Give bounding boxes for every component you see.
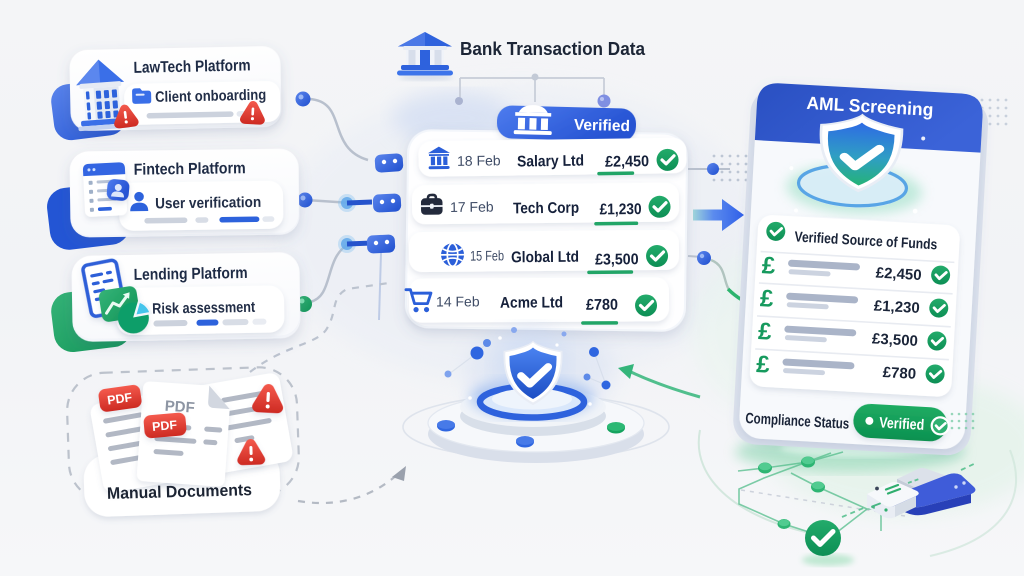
- svg-text:15 Feb: 15 Feb: [470, 247, 504, 263]
- svg-text:£: £: [756, 351, 771, 379]
- svg-text:Verified: Verified: [879, 414, 925, 433]
- svg-text:LawTech Platform: LawTech Platform: [133, 57, 250, 76]
- svg-text:User verification: User verification: [155, 194, 261, 212]
- svg-text:£1,230: £1,230: [599, 201, 641, 218]
- svg-text:Manual Documents: Manual Documents: [107, 481, 252, 503]
- svg-text:18 Feb: 18 Feb: [457, 152, 501, 169]
- svg-text:£: £: [757, 318, 772, 346]
- svg-text:£: £: [761, 252, 776, 280]
- svg-text:£1,230: £1,230: [873, 297, 920, 317]
- svg-text:£3,500: £3,500: [872, 330, 919, 350]
- svg-text:Global Ltd: Global Ltd: [511, 249, 579, 267]
- svg-text:17 Feb: 17 Feb: [450, 199, 494, 215]
- svg-text:£2,450: £2,450: [875, 265, 922, 285]
- svg-text:£3,500: £3,500: [595, 251, 639, 268]
- svg-text:Risk assessment: Risk assessment: [152, 299, 255, 318]
- svg-text:Bank Transaction Data: Bank Transaction Data: [460, 39, 646, 59]
- svg-text:Salary Ltd: Salary Ltd: [517, 153, 584, 171]
- svg-text:Fintech Platform: Fintech Platform: [134, 160, 246, 179]
- svg-text:PDF: PDF: [152, 418, 178, 434]
- svg-text:Verified: Verified: [574, 117, 630, 135]
- svg-text:£780: £780: [586, 297, 618, 314]
- svg-text:Tech Corp: Tech Corp: [513, 200, 579, 218]
- svg-text:£: £: [759, 285, 774, 313]
- svg-text:Acme Ltd: Acme Ltd: [500, 294, 563, 311]
- svg-text:£2,450: £2,450: [605, 153, 649, 171]
- svg-text:14 Feb: 14 Feb: [436, 293, 480, 309]
- svg-text:Lending Platform: Lending Platform: [133, 265, 247, 284]
- svg-text:£780: £780: [882, 364, 916, 383]
